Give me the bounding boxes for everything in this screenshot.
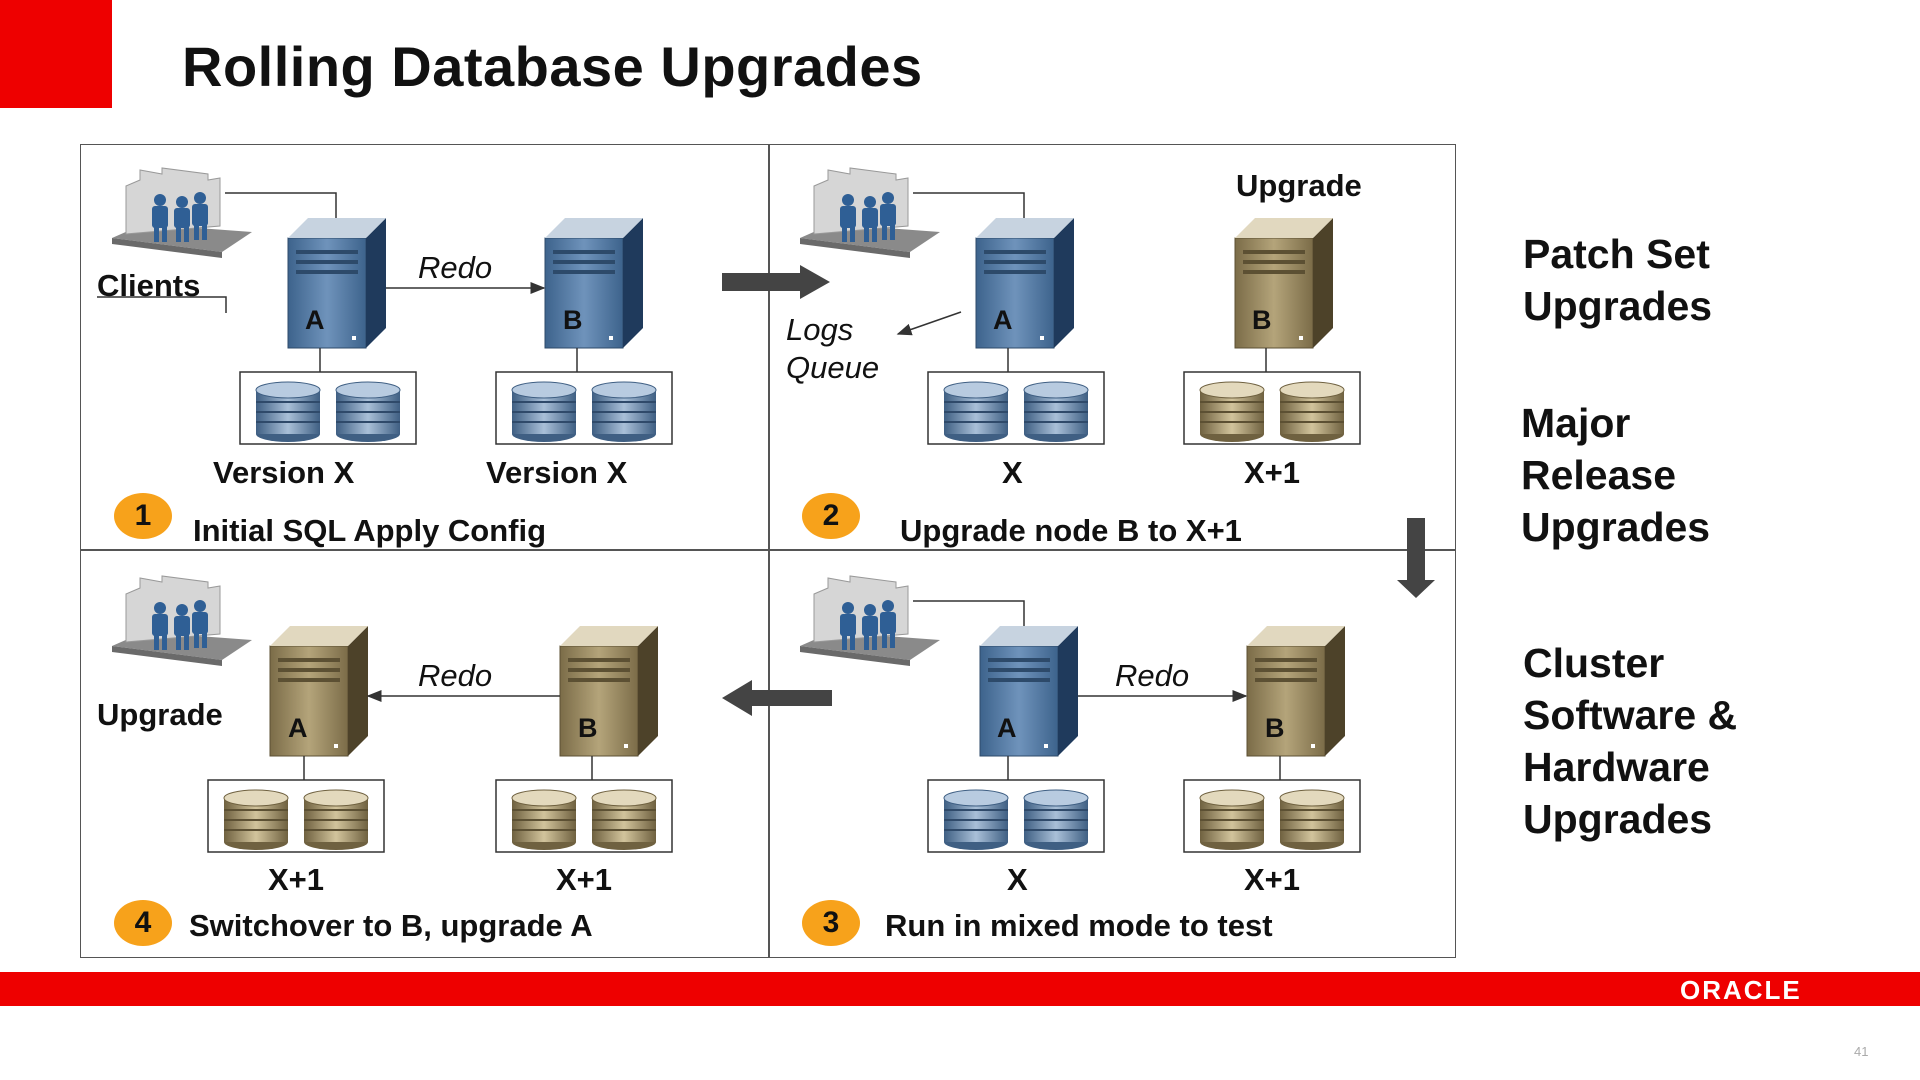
- version-label-q3-b: X+1: [1244, 862, 1301, 897]
- server-b-icon-q3: [1246, 625, 1346, 757]
- server-b-icon-q2: [1234, 217, 1334, 349]
- version-label-q4-b: X+1: [556, 862, 613, 897]
- server-a-letter-q2: A: [993, 305, 1013, 335]
- redo-label-q1: Redo: [418, 250, 493, 285]
- server-a-icon-q2: [975, 217, 1075, 349]
- version-label-q3-a: X: [1007, 862, 1028, 897]
- step-badge-1: 1: [114, 493, 172, 539]
- server-b-icon-q1: [544, 217, 644, 349]
- server-a-letter-q4: A: [288, 713, 308, 743]
- server-a-letter-q1: A: [305, 305, 325, 335]
- server-b-letter-q1: B: [563, 305, 583, 335]
- upgrade-label-q2: Upgrade: [1236, 168, 1362, 203]
- side-item-cluster-line4: Upgrades: [1523, 796, 1713, 842]
- logs-label: Logs: [786, 312, 854, 347]
- disk-icon-q2-a2: [1023, 381, 1089, 443]
- disk-icon-q4-b1: [511, 789, 577, 851]
- server-b-letter-q3: B: [1265, 713, 1285, 743]
- version-label-q2-a: X: [1002, 455, 1023, 490]
- clients-office-icon-q1: [111, 167, 253, 259]
- server-b-letter-q4: B: [578, 713, 598, 743]
- version-label-q4-a: X+1: [268, 862, 325, 897]
- side-item-cluster-line2: Software &: [1523, 692, 1738, 738]
- step-text-2: Upgrade node B to X+1: [900, 513, 1242, 548]
- slide-title: Rolling Database Upgrades: [182, 35, 923, 98]
- clients-label: Clients: [97, 268, 201, 303]
- disk-icon-q3-a1: [943, 789, 1009, 851]
- server-b-icon-q4: [559, 625, 659, 757]
- server-a-icon-q1: [287, 217, 387, 349]
- step-badge-2: 2: [802, 493, 860, 539]
- side-item-cluster-line3: Hardware: [1523, 744, 1710, 790]
- disk-icon-q2-b2: [1279, 381, 1345, 443]
- clients-office-icon-q3: [799, 575, 941, 667]
- side-item-patch-set-line2: Upgrades: [1523, 283, 1713, 329]
- disk-icon-q1-b1: [511, 381, 577, 443]
- side-item-major-release-line2: Release: [1521, 452, 1677, 498]
- redo-label-q4: Redo: [418, 658, 493, 693]
- side-item-patch-set: Patch Set Upgrades: [1523, 228, 1712, 332]
- disk-icon-q2-a1: [943, 381, 1009, 443]
- flow-arrow-left-icon: [722, 680, 832, 716]
- page-number: 41: [1854, 1044, 1869, 1059]
- side-item-major-release-line3: Upgrades: [1521, 504, 1711, 550]
- disk-icon-q1-a2: [335, 381, 401, 443]
- clients-office-icon-q4: [111, 575, 253, 667]
- step-text-3: Run in mixed mode to test: [885, 908, 1273, 943]
- side-item-major-release-line1: Major: [1521, 400, 1631, 446]
- server-b-letter-q2: B: [1252, 305, 1272, 335]
- disk-icon-q4-a2: [303, 789, 369, 851]
- step-badge-3: 3: [802, 900, 860, 946]
- version-label-q1-b: Version X: [486, 455, 628, 490]
- disk-icon-q4-b2: [591, 789, 657, 851]
- clients-office-icon-q2: [799, 167, 941, 259]
- footer-bar: [0, 972, 1920, 1006]
- server-a-letter-q3: A: [997, 713, 1017, 743]
- redo-label-q3: Redo: [1115, 658, 1190, 693]
- flow-arrow-down-icon: [1397, 518, 1435, 598]
- side-item-patch-set-line1: Patch Set: [1523, 231, 1710, 277]
- disk-icon-q3-b1: [1199, 789, 1265, 851]
- brand-corner-block: [0, 0, 112, 108]
- step-text-4: Switchover to B, upgrade A: [189, 908, 593, 943]
- version-label-q2-b: X+1: [1244, 455, 1301, 490]
- queue-label: Queue: [786, 350, 880, 385]
- grid-divider-vertical: [768, 144, 770, 958]
- version-label-q1-a: Version X: [213, 455, 355, 490]
- step-text-1: Initial SQL Apply Config: [193, 513, 547, 548]
- step-badge-4: 4: [114, 900, 172, 946]
- disk-icon-q3-a2: [1023, 789, 1089, 851]
- side-item-major-release: Major Release Upgrades: [1521, 397, 1710, 553]
- oracle-logo: ORACLE: [1680, 975, 1802, 1005]
- side-item-cluster-line1: Cluster: [1523, 640, 1665, 686]
- upgrade-label-q4: Upgrade: [97, 697, 223, 732]
- disk-icon-q3-b2: [1279, 789, 1345, 851]
- flow-arrow-right-icon: [722, 265, 830, 299]
- grid-divider-horizontal: [80, 549, 1456, 551]
- server-a-icon-q4: [269, 625, 369, 757]
- side-item-cluster: Cluster Software & Hardware Upgrades: [1523, 637, 1737, 845]
- disk-icon-q2-b1: [1199, 381, 1265, 443]
- server-a-icon-q3: [979, 625, 1079, 757]
- disk-icon-q1-b2: [591, 381, 657, 443]
- disk-icon-q4-a1: [223, 789, 289, 851]
- disk-icon-q1-a1: [255, 381, 321, 443]
